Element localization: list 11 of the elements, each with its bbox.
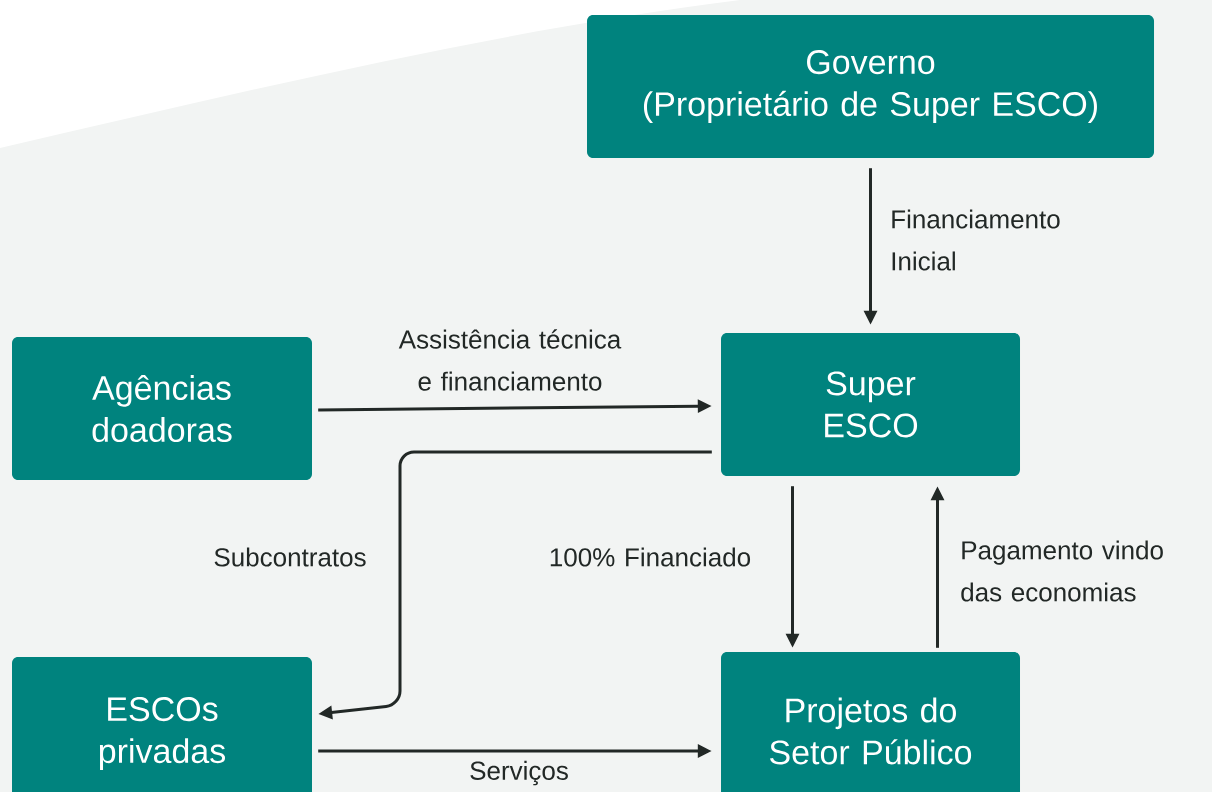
process-box: Governo (Proprietário de Super ESCO)	[587, 15, 1154, 158]
process-box: Super ESCO	[721, 333, 1020, 476]
process-box: ESCOs privadas	[12, 657, 312, 792]
edge-label: Financiamento Inicial	[892, 209, 1060, 271]
edge-label: Pagamento vindo das economias	[961, 540, 1163, 602]
edge-label: Serviços	[470, 760, 568, 786]
edge-label: Subcontratos	[214, 547, 366, 567]
process-box: Projetos do Setor Público	[721, 652, 1020, 792]
edge-label: 100% Financiado	[550, 547, 751, 567]
edge-label: Assistência técnica e financiamento	[398, 329, 622, 391]
process-box: Agências doadoras	[12, 337, 312, 480]
